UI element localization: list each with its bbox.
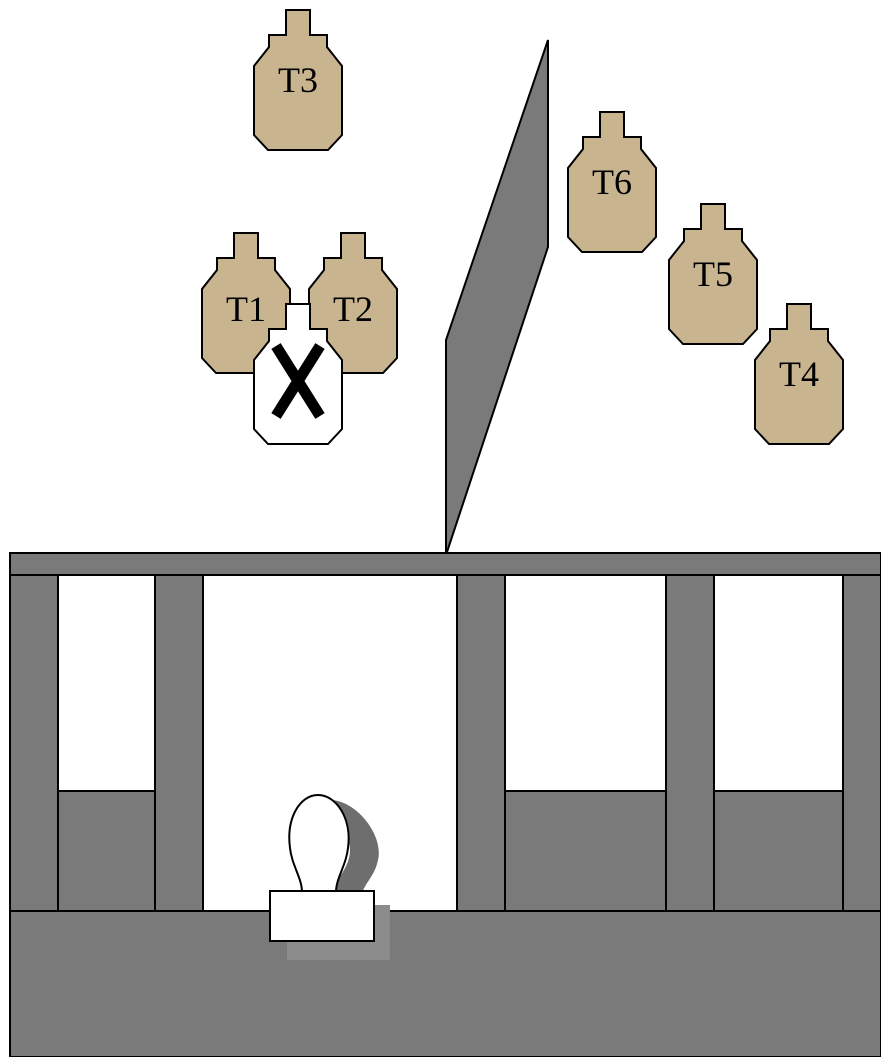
target-t6: T6 [567,111,657,253]
lower-wall-left [57,790,156,912]
pillar-5 [842,574,881,913]
top-rail [9,552,881,576]
pillar-2 [154,574,204,913]
shooter-shadow [330,800,379,905]
pillar-1 [9,574,59,913]
target-t2: T2 [308,232,398,374]
floor-counter [9,910,881,1057]
target-label-t5: T5 [693,254,733,294]
target-label-t6: T6 [592,162,632,202]
angled-barricade [445,39,549,556]
target-t4: T4 [754,303,844,445]
no-shoot-x-mark [271,343,325,419]
lower-wall-middle [504,790,668,912]
target-t1: T1 [201,232,291,374]
pillar-4 [665,574,715,913]
target-t3: T3 [253,9,343,151]
shooter-body [269,890,375,942]
shooter [269,793,390,960]
target-label-t2: T2 [333,289,373,329]
pillar-3 [456,574,506,913]
target-label-t1: T1 [226,289,266,329]
shooter-head [288,793,350,893]
target-t5: T5 [668,203,758,345]
target-label-t3: T3 [278,60,318,100]
no-shoot-target [253,303,343,445]
target-label-t4: T4 [779,354,819,394]
